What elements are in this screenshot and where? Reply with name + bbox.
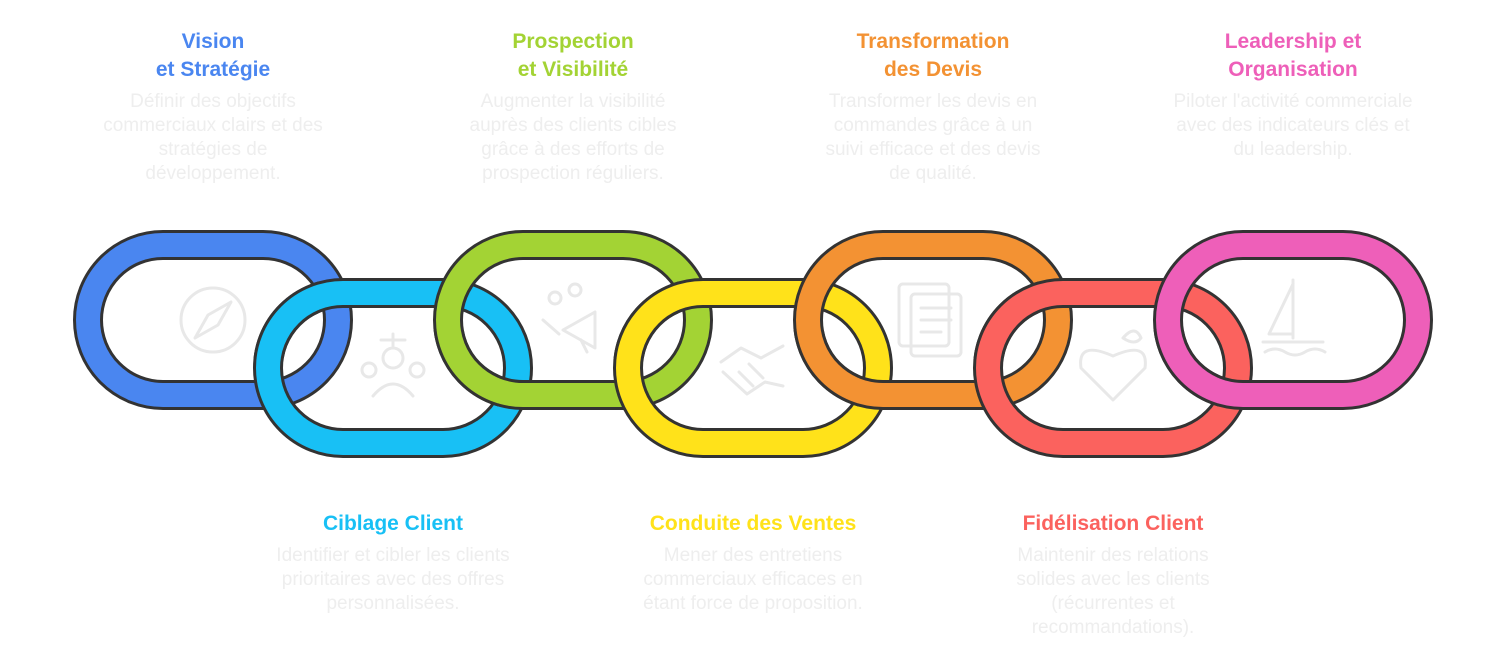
handshake-icon: [719, 344, 785, 396]
step-transformation: Transformation des Devis Transformer les…: [813, 28, 1053, 186]
sailboat-icon: [1261, 278, 1327, 357]
step-title: Vision et Stratégie: [155, 30, 271, 81]
step-title: Fidélisation Client: [1022, 512, 1204, 535]
chain-link-ciblage: [253, 278, 533, 458]
step-title: Prospection et Visibilité: [512, 30, 634, 81]
step-title: Ciblage Client: [322, 512, 464, 535]
step-description: Définir des objectifs commerciaux clairs…: [103, 91, 323, 184]
step-title: Leadership et Organisation: [1224, 30, 1362, 81]
chain-link-transformation: [793, 230, 1073, 410]
step-conduite: Conduite des Ventes Mener des entretiens…: [633, 510, 873, 616]
step-description: Mener des entretiens commerciaux efficac…: [643, 545, 863, 614]
megaphone-icon: [541, 282, 597, 354]
step-title: Conduite des Ventes: [649, 512, 857, 535]
heart-gift-icon: [1079, 329, 1147, 402]
step-ciblage: Ciblage Client Identifier et cibler les …: [273, 510, 513, 616]
chain-link-prospection: [433, 230, 713, 410]
compass-icon: [179, 286, 247, 354]
step-description: Piloter l'activité commerciale avec des …: [1173, 91, 1413, 160]
step-vision: Vision et Stratégie Définir des objectif…: [93, 28, 333, 186]
step-prospection: Prospection et Visibilité Augmenter la v…: [453, 28, 693, 186]
chain-link-fidelisation: [973, 278, 1253, 458]
documents-icon: [897, 282, 963, 358]
step-title: Transformation des Devis: [856, 30, 1010, 81]
chain-link-leadership: [1153, 230, 1433, 410]
step-description: Transformer les devis en commandes grâce…: [825, 91, 1041, 184]
step-description: Identifier et cibler les clients priorit…: [276, 545, 510, 614]
target-people-icon: [360, 332, 426, 398]
chain-link-conduite: [613, 278, 893, 458]
step-leadership: Leadership et Organisation Piloter l'act…: [1173, 28, 1413, 162]
step-fidelisation: Fidélisation Client Maintenir des relati…: [993, 510, 1233, 640]
step-description: Augmenter la visibilité auprès des clien…: [469, 91, 677, 184]
chain-link-vision: [73, 230, 353, 410]
step-description: Maintenir des relations solides avec les…: [1016, 545, 1210, 638]
